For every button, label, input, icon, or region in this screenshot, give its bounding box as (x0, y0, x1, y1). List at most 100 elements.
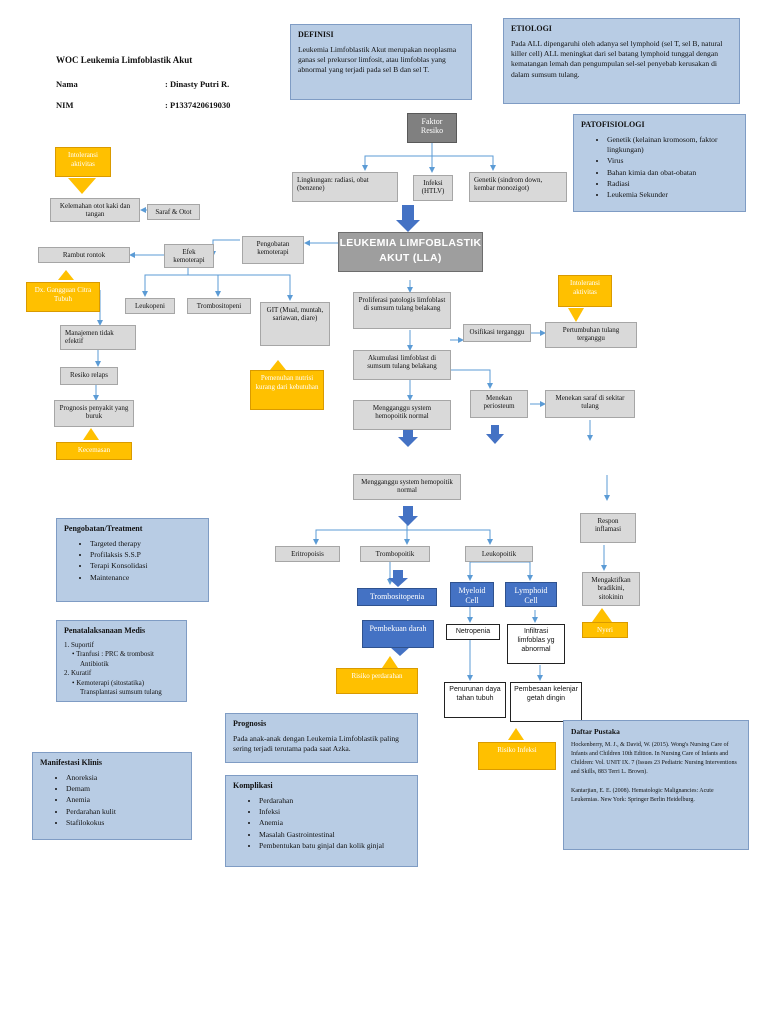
dx-nyeri: Nyeri (582, 622, 628, 638)
list-item: Perdarahan kulit (66, 807, 184, 817)
list-item: Anemia (66, 795, 184, 805)
node-pengobatan-kemoterapi: Pengobatan kemoterapi (242, 236, 304, 264)
penatalaksanaan-line: 1. Suportif (64, 640, 94, 649)
node-rambut-rontok: Rambut rontok (38, 247, 130, 263)
yellow-arrows (58, 178, 612, 740)
list-item: Terapi Konsolidasi (90, 561, 201, 571)
list-item: Stafilokokus (66, 818, 184, 828)
nama-label: Nama (56, 79, 78, 89)
penatalaksanaan-line: Antibiotik (80, 659, 109, 668)
node-infiltrasi: Infiltrasi limfoblas yg abnormal (507, 624, 565, 664)
dx-kecemasan: Kecemasan (56, 442, 132, 460)
list-item: Bahan kimia dan obat-obatan (607, 168, 738, 178)
etiologi-heading: ETIOLOGI (511, 24, 552, 33)
penatalaksanaan-box: Penatalaksanaan Medis 1. Suportif • Tran… (56, 620, 187, 702)
node-menekan-saraf: Menekan saraf di sekitar tulang (545, 390, 635, 418)
nama-value: : Dinasty Putri R. (165, 79, 230, 89)
node-leukopoitik: Leukopoitik (465, 546, 533, 562)
page-title: WOC Leukemia Limfoblastik Akut (56, 55, 193, 65)
node-saraf-otot: Saraf & Otot (147, 204, 200, 220)
list-item: Maintenance (90, 573, 201, 583)
list-item: Perdarahan (259, 796, 410, 806)
node-efek-kemoterapi: Efek kemoterapi (164, 244, 214, 268)
node-pertumbuhan: Pertumbuhan tulang terganggu (545, 322, 637, 348)
penatalaksanaan-line: 2. Kuratif (64, 669, 92, 678)
node-mengganggu-1: Mengganggu system hemopoitik normal (353, 400, 451, 430)
patofisiologi-list: Genetik (kelainan kromosom, faktor lingk… (581, 135, 738, 201)
list-item: Masalah Gastrointestinal (259, 830, 410, 840)
dx-intoleransi-2: Intoleransi aktivitas (558, 275, 612, 307)
definisi-text: Leukemia Limfoblastik Akut merupakan neo… (298, 44, 457, 75)
manifestasi-list: Anoreksia Demam Anemia Perdarahan kulit … (40, 773, 184, 828)
pengobatan-heading: Pengobatan/Treatment (64, 524, 143, 533)
list-item: Infeksi (259, 807, 410, 817)
node-lingkungan: Lingkungan: radiasi, obat (benzene) (292, 172, 398, 202)
node-penurunan: Penurunan daya tahan tubuh (444, 682, 506, 718)
nim-label: NIM (56, 100, 74, 110)
manifestasi-heading: Manifestasi Klinis (40, 758, 103, 767)
node-pembekuan: Pembekuan darah (362, 620, 434, 648)
etiologi-box: ETIOLOGI Pada ALL dipengaruhi oleh adany… (503, 18, 740, 104)
node-trombopoitik: Trombopoitik (360, 546, 430, 562)
node-trombositopeni: Trombositopeni (187, 298, 251, 314)
patofisiologi-box: PATOFISIOLOGI Genetik (kelainan kromosom… (573, 114, 746, 212)
prognosis-text: Pada anak-anak dengan Leukemia Limfoblas… (233, 733, 399, 754)
node-git: GIT (Mual, muntah, sariawan, diare) (260, 302, 330, 346)
node-kelemahan-otot: Kelemahan otot kaki dan tangan (50, 198, 140, 222)
penatalaksanaan-heading: Penatalaksanaan Medis (64, 626, 146, 635)
node-respon-inflamasi: Respon inflamasi (580, 513, 636, 543)
list-item: Targeted therapy (90, 539, 201, 549)
patofisiologi-heading: PATOFISIOLOGI (581, 120, 645, 129)
definisi-box: DEFINISI Leukemia Limfoblastik Akut meru… (290, 24, 472, 100)
definisi-heading: DEFINISI (298, 30, 334, 39)
prognosis-box: Prognosis Pada anak-anak dengan Leukemia… (225, 713, 418, 763)
nim-value: : P1337420619030 (165, 100, 231, 110)
pengobatan-list: Targeted therapy Profilaksis S.S.P Terap… (64, 539, 201, 583)
penatalaksanaan-line: • Tranfusi : PRC & trombosit (72, 650, 154, 659)
node-faktor-resiko: Faktor Resiko (407, 113, 457, 143)
list-item: Virus (607, 156, 738, 166)
node-leukopeni: Leukopeni (125, 298, 175, 314)
node-proliferasi: Proliferasi patologis limfoblast di sums… (353, 292, 451, 329)
dx-intoleransi-1: Intoleransi aktivitas (55, 147, 111, 177)
node-manajemen: Manajemen tidak efektif (60, 325, 136, 350)
list-item: Leukemia Sekunder (607, 190, 738, 200)
node-pembesaran: Pembesaan kelenjar getah dingin (510, 682, 582, 722)
dx-risiko-perdarahan: Risiko perdarahan (336, 668, 418, 694)
list-item: Profilaksis S.S.P (90, 550, 201, 560)
node-infeksi: Infeksi (HTLV) (413, 175, 453, 201)
pustaka-ref-2: Kantarjian, E. E. (2008). Hematologic Ma… (571, 788, 714, 804)
block-arrows (388, 205, 504, 656)
node-akumulasi: Akumulasi limfoblast di sumsum tulang be… (353, 350, 451, 380)
node-resiko-relaps: Resiko relaps (60, 367, 118, 385)
node-netropenia: Netropenia (446, 624, 500, 640)
dx-gangguan-citra: Dx. Gangguan Citra Tubuh (26, 282, 100, 312)
node-prognosis-buruk: Prognosis penyakit yang buruk (54, 400, 134, 427)
dx-pemenuhan-nutrisi: Pemenuhan nutrisi kurang dari kebutuhan (250, 370, 324, 410)
node-trombositopenia: Trombositopenia (357, 588, 437, 606)
list-item: Demam (66, 784, 184, 794)
node-mengaktifkan: Mengaktifkan bradikini, sitokinin (582, 572, 640, 606)
list-item: Anoreksia (66, 773, 184, 783)
node-mengganggu-2: Mengganggu system hemopoitik normal (353, 474, 461, 500)
pustaka-heading: Daftar Pustaka (571, 727, 620, 736)
node-main-lla: LEUKEMIA LIMFOBLASTIK AKUT (LLA) (338, 232, 483, 272)
komplikasi-box: Komplikasi Perdarahan Infeksi Anemia Mas… (225, 775, 418, 867)
node-eritropoisis: Eritropoisis (275, 546, 340, 562)
list-item: Genetik (kelainan kromosom, faktor lingk… (607, 135, 738, 156)
prognosis-heading: Prognosis (233, 719, 267, 728)
list-item: Anemia (259, 818, 410, 828)
komplikasi-list: Perdarahan Infeksi Anemia Masalah Gastro… (233, 796, 410, 851)
dx-risiko-infeksi: Risiko Infeksi (478, 742, 556, 770)
node-genetik: Genetik (sindrom down, kembar monozigot) (469, 172, 567, 202)
node-osifikasi: Osifikasi terganggu (463, 324, 531, 342)
etiologi-text: Pada ALL dipengaruhi oleh adanya sel lym… (511, 38, 723, 79)
komplikasi-heading: Komplikasi (233, 781, 273, 790)
pengobatan-box: Pengobatan/Treatment Targeted therapy Pr… (56, 518, 209, 602)
manifestasi-box: Manifestasi Klinis Anoreksia Demam Anemi… (32, 752, 192, 840)
penatalaksanaan-line: Transplantasi sumsum tulang (80, 687, 162, 696)
node-lymphoid: Lymphoid Cell (505, 582, 557, 607)
node-menekan-periosteum: Menekan periosteum (470, 390, 528, 418)
penatalaksanaan-line: • Kemoterapi (sitostatika) (72, 678, 145, 687)
node-myeloid: Myeloid Cell (450, 582, 494, 607)
